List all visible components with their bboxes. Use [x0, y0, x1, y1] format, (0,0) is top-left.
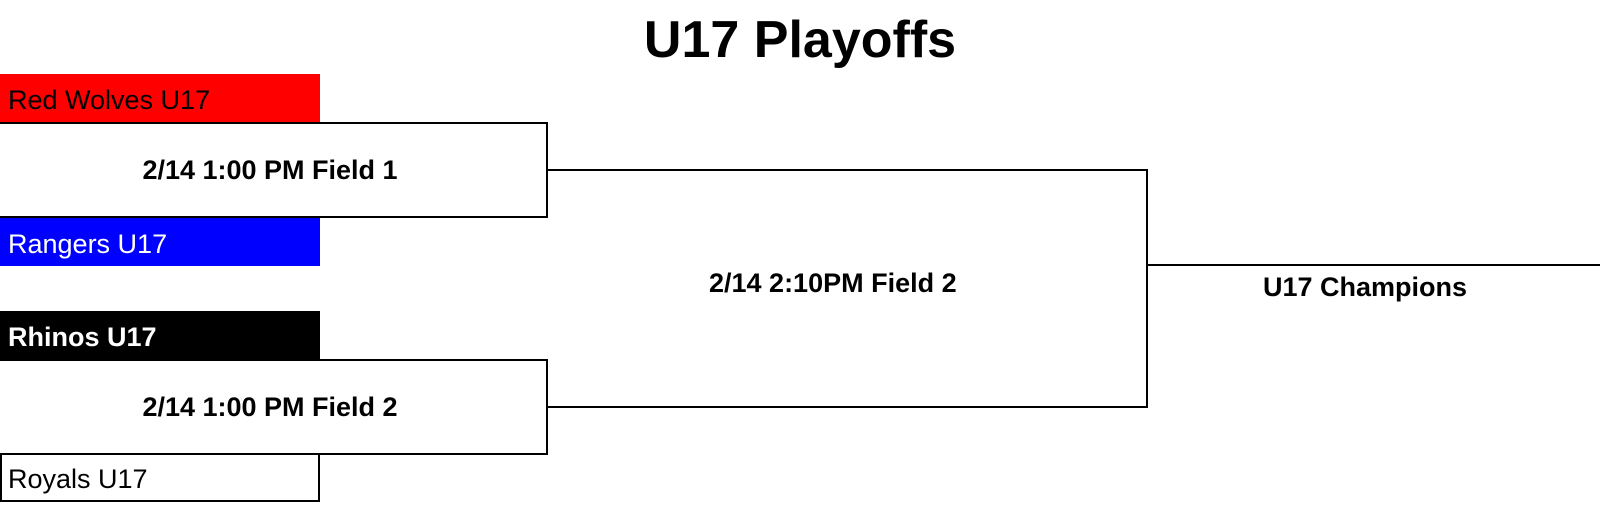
champion-label: U17 Champions	[1263, 272, 1468, 302]
team-red-wolves-u17: Red Wolves U17	[0, 74, 320, 122]
connector-final-bracket	[1146, 169, 1148, 408]
semifinal-2-game: 2/14 1:00 PM Field 2	[0, 359, 548, 455]
connector-semifinal-1	[548, 169, 1148, 171]
connector-champion	[1146, 264, 1600, 266]
team-rhinos-u17: Rhinos U17	[0, 311, 320, 359]
team-royals-u17: Royals U17	[0, 455, 320, 502]
semifinal-1-game: 2/14 1:00 PM Field 1	[0, 122, 548, 218]
team-rangers-u17: Rangers U17	[0, 218, 320, 266]
bracket-title: U17 Playoffs	[643, 11, 957, 69]
connector-semifinal-2	[548, 406, 1148, 408]
final-game: 2/14 2:10PM Field 2	[709, 268, 957, 298]
